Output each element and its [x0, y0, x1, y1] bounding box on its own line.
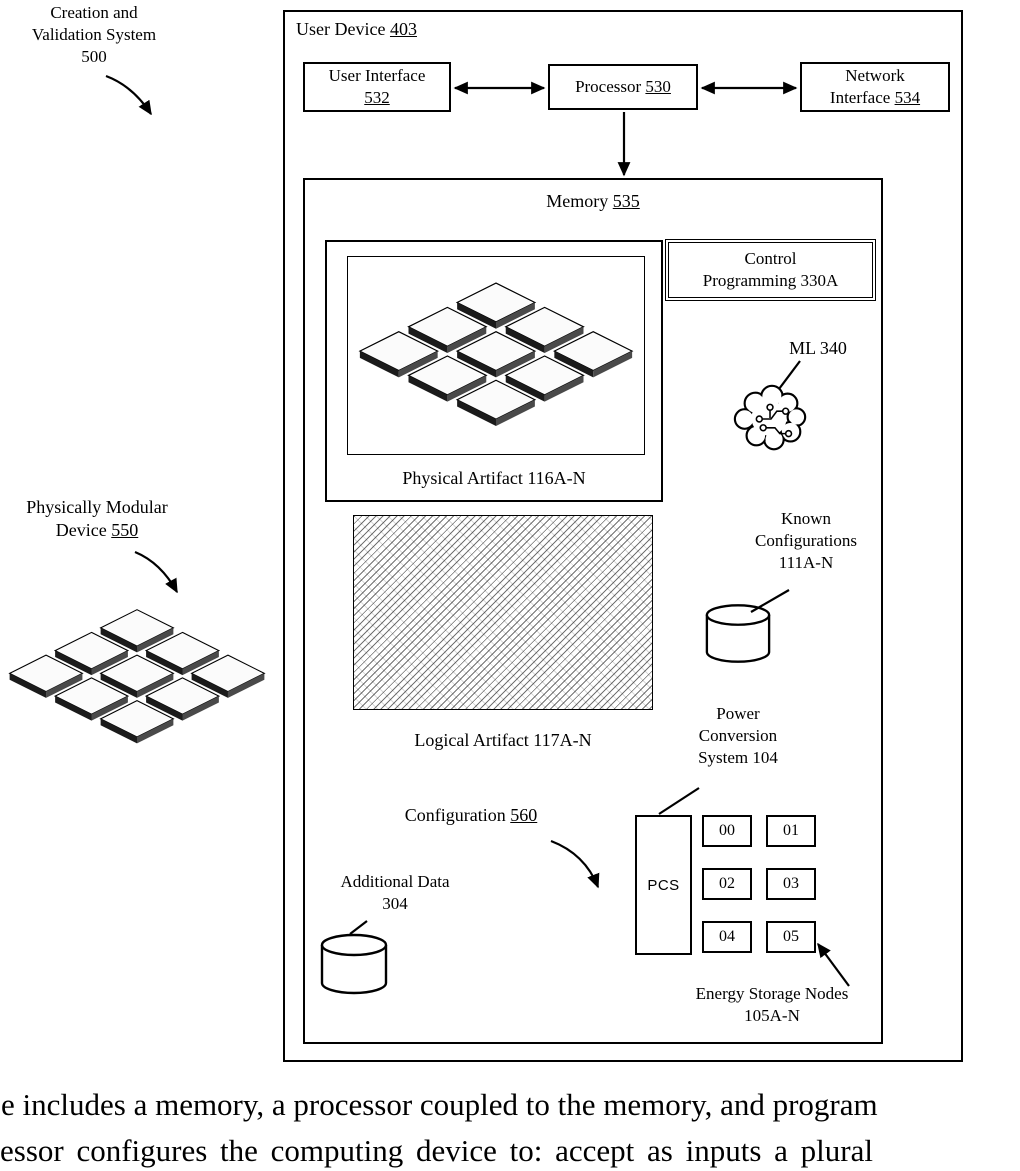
- known-configurations-label: Known Configurations 111A-N: [755, 509, 857, 573]
- known-configurations-database-icon: [703, 602, 773, 665]
- body-text-line1: e includes a memory, a processor coupled…: [1, 1087, 878, 1122]
- body-text-line2: essor configures the computing device to…: [0, 1133, 873, 1168]
- additional-data-label: Additional Data 304: [340, 872, 450, 914]
- modular-device-arrow: [134, 550, 178, 594]
- storage-node-03: 03: [766, 868, 816, 900]
- logical-artifact-hatched-rect: [353, 515, 653, 710]
- brain-circuit-icon: [730, 380, 812, 458]
- storage-node-01: 01: [766, 815, 816, 847]
- power-conversion-system-label: Power Conversion System 104: [698, 704, 778, 768]
- processor-box: Processor 530: [548, 64, 698, 110]
- iso-blocks-icon: [356, 272, 636, 438]
- memory-title: Memory 535: [546, 191, 640, 211]
- creation-validation-system-label: Creation and Validation System 500: [31, 3, 157, 67]
- physical-artifact-label: Physical Artifact 116A-N: [402, 468, 586, 488]
- energy-storage-nodes-label: Energy Storage Nodes 105A-N: [695, 984, 849, 1026]
- modular-device-iso-blocks-icon: [6, 588, 268, 766]
- storage-node-00: 00: [702, 815, 752, 847]
- ml-label: ML 340: [789, 338, 847, 358]
- creation-system-arrow: [105, 74, 152, 116]
- storage-node-02: 02: [702, 868, 752, 900]
- additional-data-database-icon: [318, 932, 390, 996]
- user-device-title: User Device 403: [296, 19, 417, 39]
- storage-node-04: 04: [702, 921, 752, 953]
- pcs-box: PCS: [635, 815, 692, 955]
- control-programming-box: Control Programming 330A: [665, 239, 876, 301]
- storage-node-05: 05: [766, 921, 816, 953]
- configuration-label: Configuration 560: [404, 805, 538, 825]
- logical-artifact-label: Logical Artifact 117A-N: [414, 730, 592, 750]
